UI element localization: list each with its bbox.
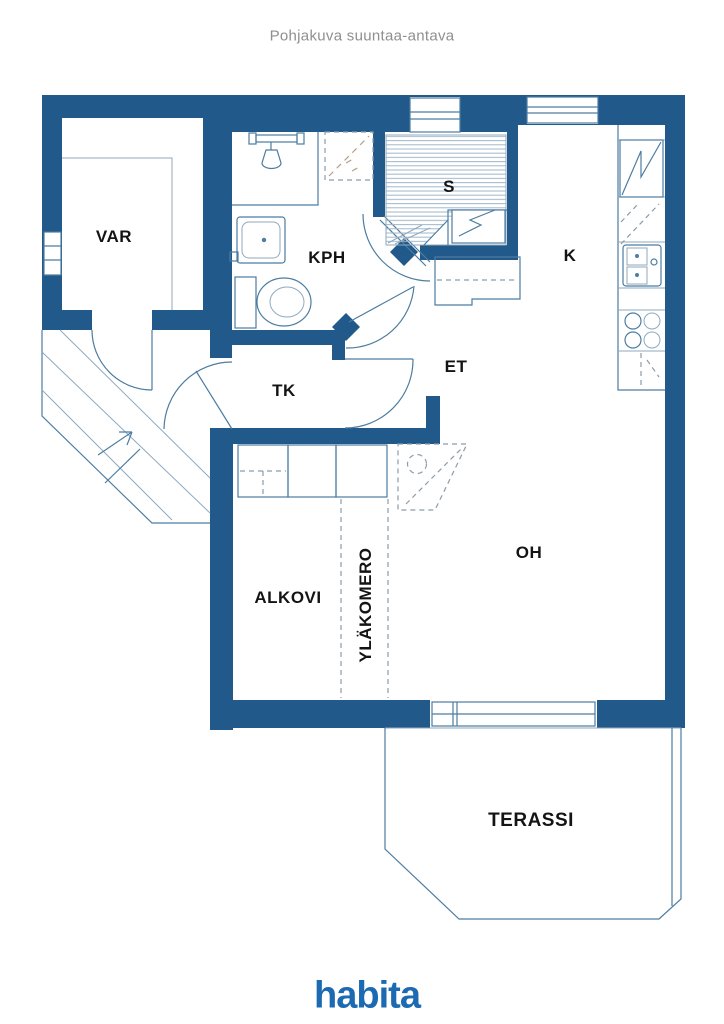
fireplace-reservation-dashed bbox=[397, 443, 468, 511]
room-label-kph: KPH bbox=[308, 248, 346, 267]
kitchen-counter bbox=[617, 125, 665, 391]
upper-cabinet-dashed bbox=[620, 203, 660, 245]
sauna-heater-icon bbox=[451, 209, 506, 244]
room-label-et: ET bbox=[444, 357, 468, 376]
door-swing-arc bbox=[163, 361, 233, 430]
toilet-icon bbox=[234, 276, 312, 329]
wardrobe-cabinets bbox=[237, 444, 388, 498]
wall-openings bbox=[44, 97, 598, 728]
stove-icon bbox=[624, 312, 661, 349]
room-label-terassi: TERASSI bbox=[488, 810, 574, 831]
walls bbox=[42, 95, 685, 730]
storage-room-lines bbox=[62, 157, 173, 391]
room-label-oh: OH bbox=[515, 543, 543, 562]
room-label-ylakomero: YLÄKOMERO bbox=[356, 547, 375, 663]
window-symbols bbox=[43, 96, 599, 727]
room-label-kitchen: K bbox=[563, 246, 577, 265]
bathroom-fixtures bbox=[229, 131, 431, 349]
room-label-var: VAR bbox=[95, 227, 133, 246]
sauna bbox=[385, 134, 507, 246]
washbasin-icon bbox=[229, 216, 286, 264]
habita-logo: habita bbox=[314, 974, 421, 1017]
room-label-alkovi: ALKOVI bbox=[254, 588, 322, 607]
door-swing-arc bbox=[344, 358, 414, 429]
room-label-tk: TK bbox=[272, 381, 296, 400]
kitchen-sink-icon bbox=[622, 244, 662, 287]
page-title: Pohjakuva suuntaa-antava bbox=[269, 27, 455, 45]
terrace-outline bbox=[384, 727, 682, 920]
floor-drain-area bbox=[324, 131, 374, 181]
shower-icon bbox=[248, 132, 305, 170]
fridge-icon bbox=[619, 139, 664, 198]
room-label-sauna: S bbox=[443, 177, 455, 196]
sauna-bench-stripes bbox=[386, 136, 506, 245]
door-swing-arc bbox=[91, 329, 153, 391]
upper-closet-dashed-lines bbox=[340, 499, 389, 698]
entrance-steps bbox=[41, 329, 233, 524]
hall-doors bbox=[344, 358, 414, 429]
direction-arrow-icon bbox=[97, 431, 133, 456]
hall-wardrobe bbox=[434, 256, 521, 306]
